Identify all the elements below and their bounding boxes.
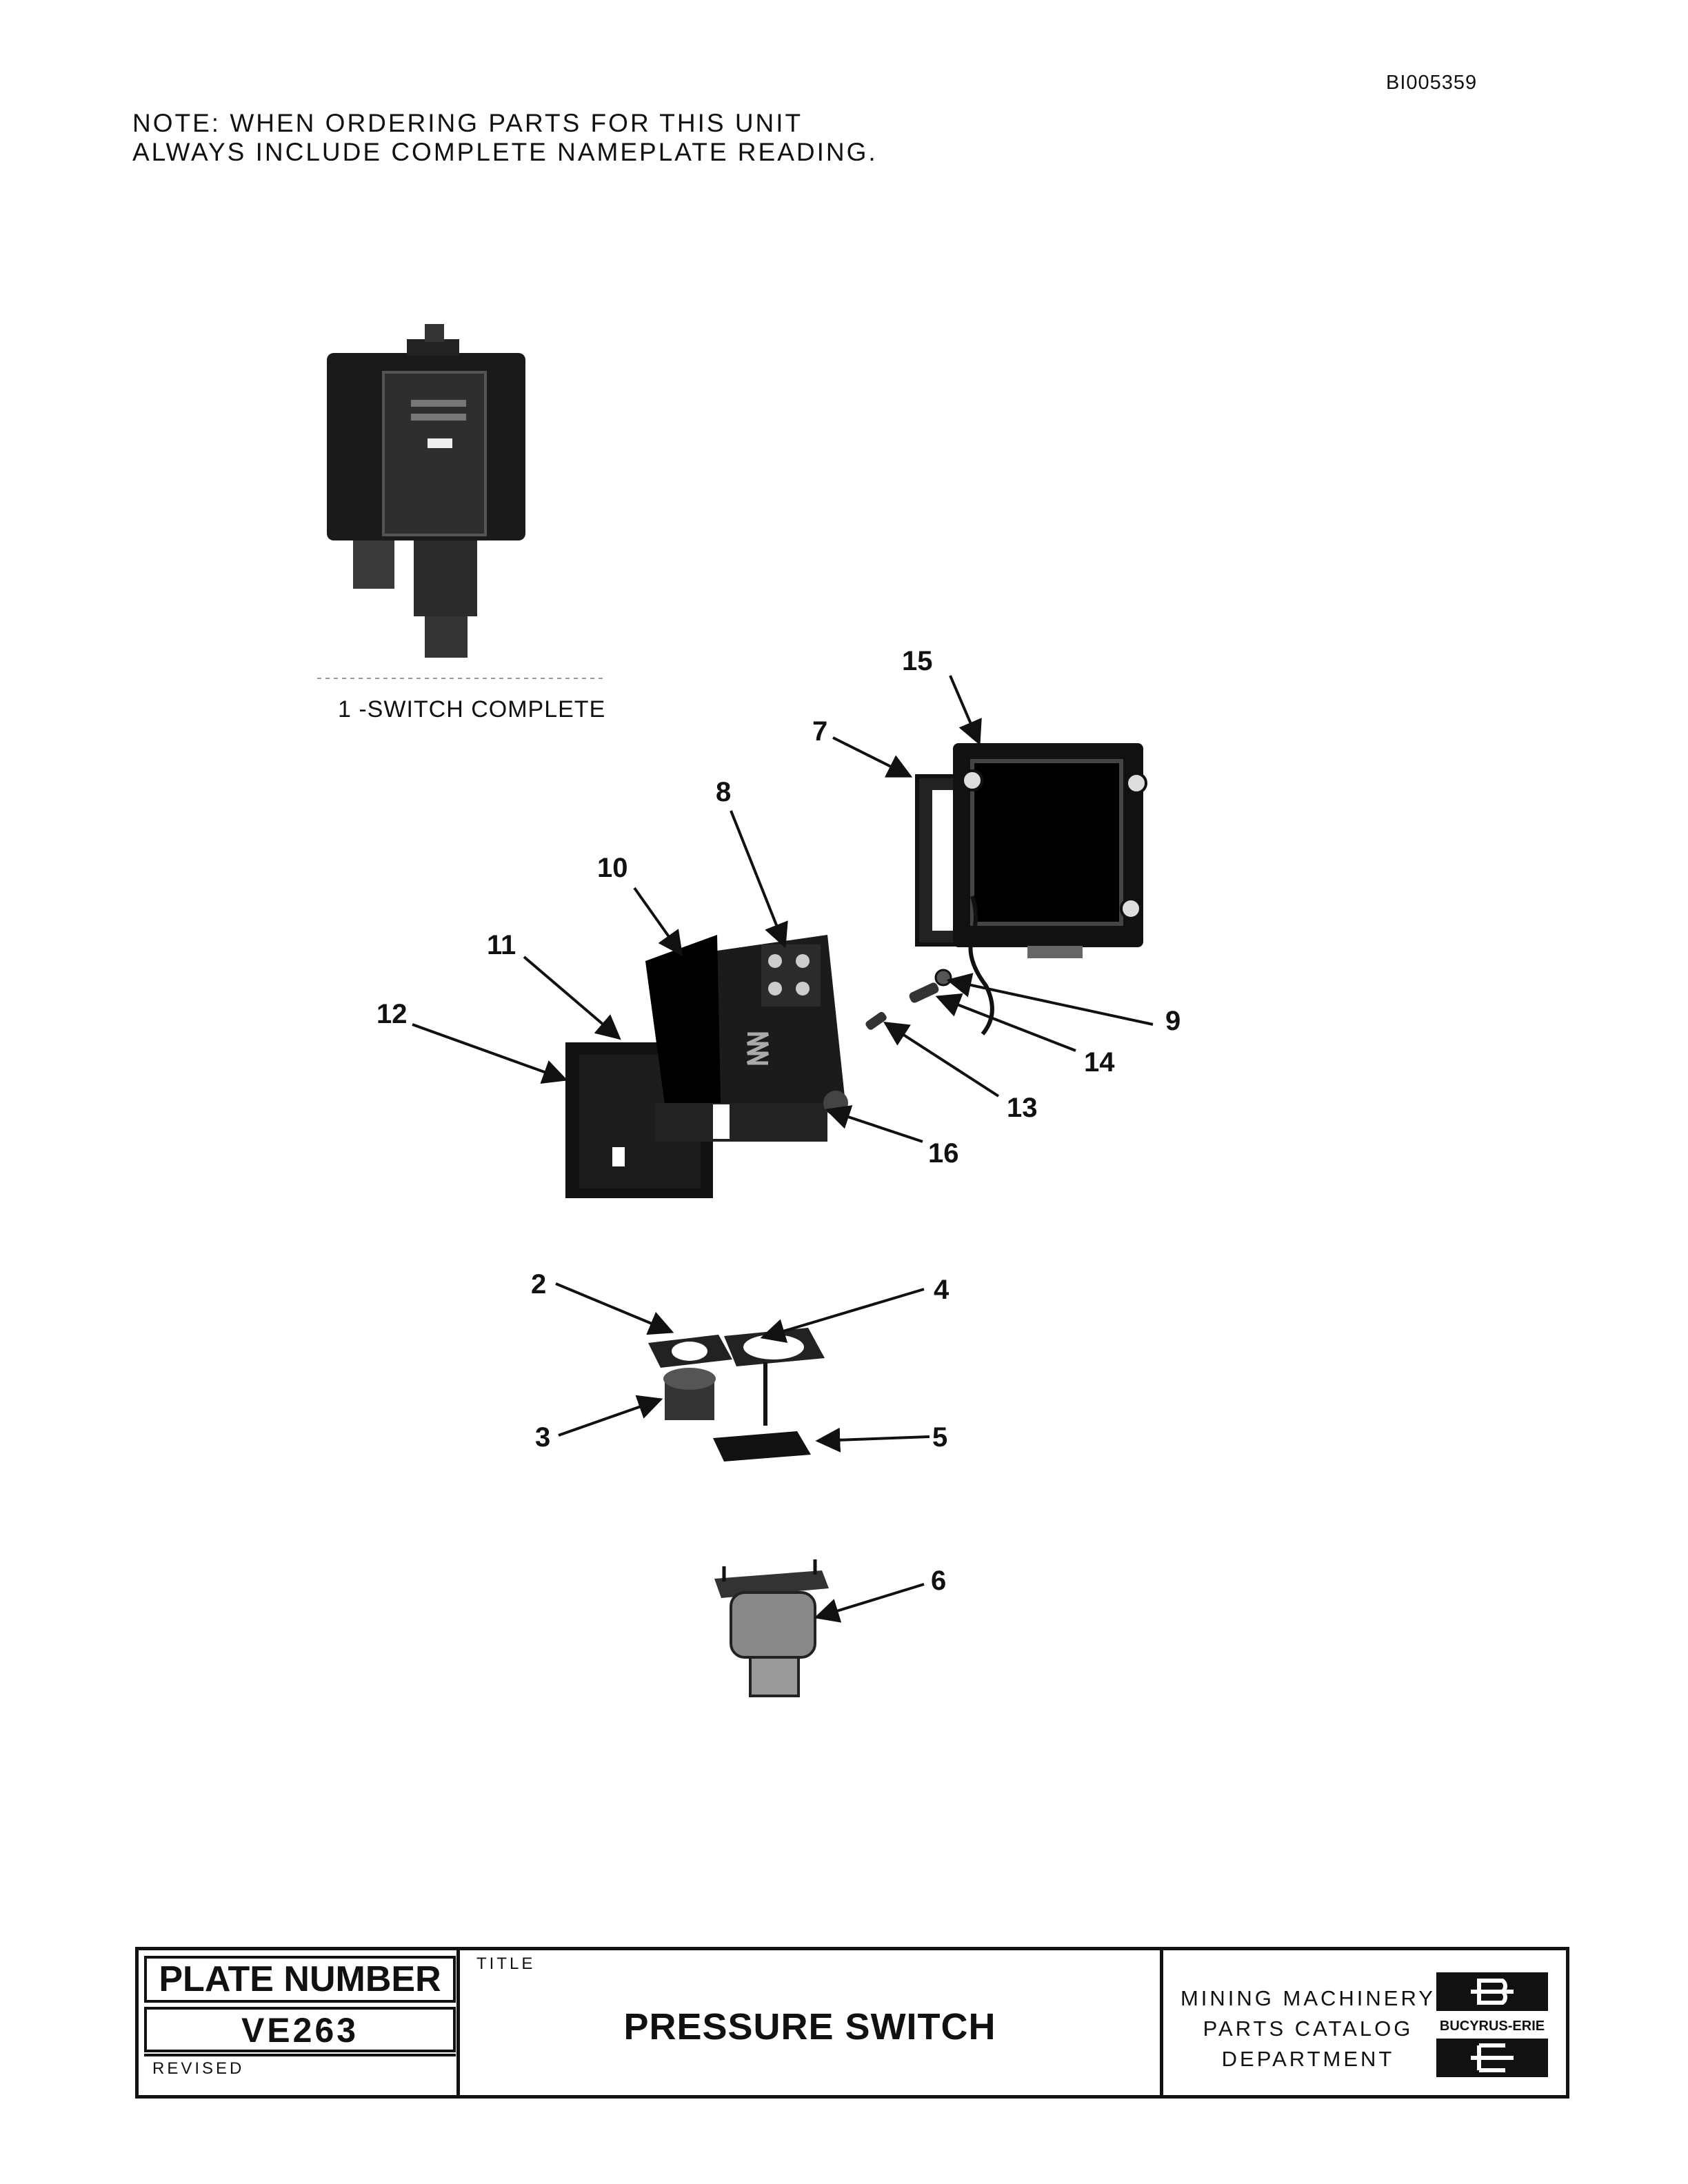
note-line-2: ALWAYS INCLUDE COMPLETE NAMEPLATE READIN… <box>132 138 878 166</box>
switch-body-illustration <box>565 935 848 1198</box>
department-line-2: PARTS CATALOG <box>1203 2016 1414 2041</box>
callout-12: 12 <box>376 999 408 1029</box>
callout-7: 7 <box>812 716 827 747</box>
callout-13: 13 <box>1007 1093 1038 1123</box>
pressure-housing-illustration <box>714 1559 829 1697</box>
callout-9: 9 <box>1165 1006 1180 1036</box>
callout-6: 6 <box>931 1566 946 1596</box>
callout-2: 2 <box>531 1269 546 1300</box>
department-cell: MINING MACHINERY PARTS CATALOG DEPARTMEN… <box>1163 1950 1566 2095</box>
title-block: PLATE NUMBER VE263 REVISED TITLE PRESSUR… <box>135 1947 1569 2099</box>
callout-5: 5 <box>932 1422 947 1453</box>
document-title: PRESSURE SWITCH <box>623 2006 996 2048</box>
callout-4: 4 <box>934 1275 950 1305</box>
callout-leaders <box>412 675 1154 1623</box>
callout-15: 15 <box>902 646 933 676</box>
note-line-1: NOTE: WHEN ORDERING PARTS FOR THIS UNIT <box>132 109 803 137</box>
ordering-note: NOTE: WHEN ORDERING PARTS FOR THIS UNIT … <box>132 109 878 167</box>
title-label: TITLE <box>476 1954 536 1973</box>
callout-16: 16 <box>928 1138 959 1169</box>
bucyrus-erie-logo: BUCYRUS-ERIE <box>1436 1972 1548 2077</box>
plate-number-label: PLATE NUMBER <box>144 1956 456 2003</box>
gasket-diaphragm-illustration <box>648 1328 825 1462</box>
revised-label: REVISED <box>152 2059 245 2078</box>
screw-spring-hardware-illustration <box>865 969 952 1030</box>
document-id: BI005359 <box>1386 72 1478 94</box>
title-cell: TITLE PRESSURE SWITCH <box>460 1950 1163 2095</box>
switch-complete-illustration <box>317 324 607 679</box>
revised-divider <box>144 2054 456 2056</box>
cover-assembly-illustration <box>915 743 1147 1035</box>
switch-complete-caption: 1 -SWITCH COMPLETE <box>338 696 605 722</box>
plate-number-cell: PLATE NUMBER VE263 REVISED <box>139 1950 460 2095</box>
callout-11: 11 <box>487 930 516 960</box>
logo-text: BUCYRUS-ERIE <box>1440 2019 1545 2034</box>
department-line-3: DEPARTMENT <box>1221 2047 1395 2071</box>
department-line-1: MINING MACHINERY <box>1180 1986 1436 2010</box>
callout-14: 14 <box>1084 1047 1115 1078</box>
callout-3: 3 <box>535 1422 550 1453</box>
callout-10: 10 <box>597 853 628 883</box>
callout-8: 8 <box>716 777 731 807</box>
plate-number-value: VE263 <box>144 2007 456 2052</box>
exploded-parts-diagram: 1 -SWITCH COMPLETE <box>317 324 1180 1697</box>
